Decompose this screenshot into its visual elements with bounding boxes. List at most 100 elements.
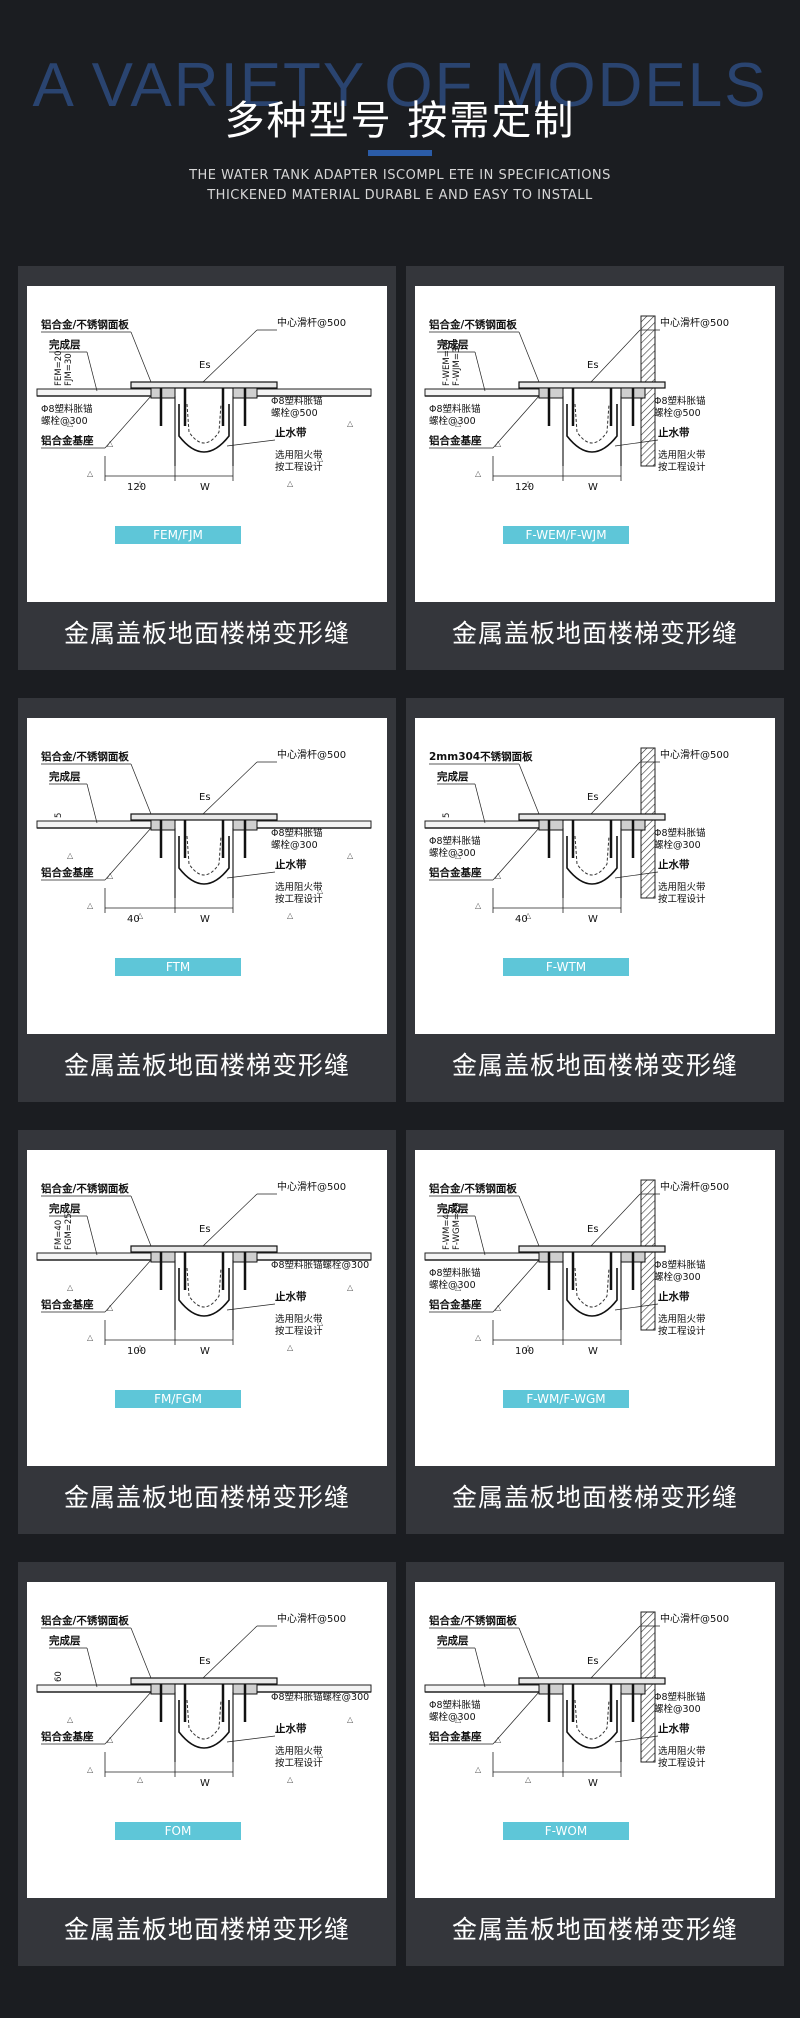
waterstop bbox=[566, 404, 618, 453]
concrete-mark: △ bbox=[277, 1293, 284, 1302]
concrete-mark: △ bbox=[317, 1750, 324, 1759]
leader-line bbox=[474, 783, 486, 824]
header-background-text: A VARIETY OF MODELS bbox=[32, 51, 768, 120]
diagram-label: 螺栓@300 bbox=[429, 415, 476, 427]
diagram-label: 中心滑杆@500 bbox=[277, 1180, 346, 1193]
diagram-label: Es bbox=[587, 360, 599, 371]
leader-line bbox=[226, 439, 276, 447]
aluminum-base bbox=[538, 1251, 564, 1263]
fire-barrier bbox=[186, 835, 222, 876]
card-title: 金属盖板地面楼梯变形缝 bbox=[451, 1915, 738, 1944]
concrete-mark: △ bbox=[475, 1765, 482, 1774]
leader-line bbox=[590, 1193, 641, 1247]
concrete-mark: △ bbox=[67, 1715, 74, 1724]
concrete-mark: △ bbox=[455, 419, 462, 428]
diagram-label: 止水带 bbox=[275, 858, 307, 871]
diagram-label: 止水带 bbox=[658, 1290, 690, 1303]
fire-barrier bbox=[186, 1267, 222, 1308]
diagram-label: 按工程设计 bbox=[658, 461, 706, 473]
card-title: 金属盖板地面楼梯变形缝 bbox=[63, 1915, 350, 1944]
waterstop bbox=[566, 1700, 618, 1749]
concrete-mark: △ bbox=[67, 419, 74, 428]
joint-section-svg: △△△△△△△△铝合金/不锈钢面板完成层EsΦ8塑料胀锚螺栓@300铝合金基座中… bbox=[36, 316, 372, 544]
diagram-label: 完成层 bbox=[49, 338, 81, 351]
diagram-label: 螺栓@500 bbox=[654, 407, 701, 419]
concrete-mark: △ bbox=[455, 1283, 462, 1292]
diagram-label: W bbox=[200, 1778, 210, 1789]
diagram-label: 完成层 bbox=[49, 770, 81, 783]
concrete-mark: △ bbox=[475, 469, 482, 478]
leader-line bbox=[614, 439, 659, 447]
leader-line bbox=[226, 1303, 276, 1311]
diagram-label: 螺栓@300 bbox=[271, 839, 318, 851]
diagram-label: 止水带 bbox=[658, 1722, 690, 1735]
joint-section-svg: △△△△铝合金/不锈钢面板完成层EsΦ8塑料胀锚螺栓@300铝合金基座中心滑杆@… bbox=[424, 315, 729, 544]
concrete-mark: △ bbox=[277, 429, 284, 438]
diagram-label: Es bbox=[199, 1224, 211, 1235]
vertical-dim-label: FM=40 bbox=[54, 1220, 64, 1250]
vertical-dim-label: F-WJM=30 bbox=[452, 342, 462, 386]
diagram-label: W bbox=[588, 482, 598, 493]
diagram-label: 螺栓@300 bbox=[654, 1271, 701, 1283]
diagram-label: 铝合金/不锈钢面板 bbox=[41, 1182, 129, 1195]
concrete-mark: △ bbox=[287, 1775, 294, 1784]
side-dimension: 100 bbox=[127, 1346, 146, 1357]
leader-line bbox=[474, 1215, 486, 1256]
joint-section-svg: △△△△△△△△铝合金/不锈钢面板完成层Es铝合金基座中心滑杆@500Φ8塑料胀… bbox=[36, 1612, 372, 1840]
waterstop bbox=[566, 836, 618, 885]
diagram-label: W bbox=[200, 482, 210, 493]
concrete-mark: △ bbox=[495, 871, 502, 880]
concrete-mark: △ bbox=[317, 1318, 324, 1327]
diagram-label: Es bbox=[199, 1656, 211, 1667]
leader-line bbox=[614, 1735, 659, 1743]
diagram-label: 按工程设计 bbox=[275, 893, 323, 905]
concrete-mark: △ bbox=[525, 1343, 532, 1352]
diagram-label: Es bbox=[199, 792, 211, 803]
diagram-label: 铝合金基座 bbox=[41, 434, 94, 447]
card-title: 金属盖板地面楼梯变形缝 bbox=[451, 619, 738, 648]
concrete-mark: △ bbox=[137, 911, 144, 920]
diagram-label: 按工程设计 bbox=[275, 1757, 323, 1769]
concrete-mark: △ bbox=[87, 1765, 94, 1774]
diagram-label: 螺栓@300 bbox=[41, 415, 88, 427]
vertical-dim-label: F-WGM=25 bbox=[452, 1202, 462, 1250]
diagram-label: 按工程设计 bbox=[658, 893, 706, 905]
leader-line bbox=[590, 329, 641, 383]
diagram-label: 选用阻火带 bbox=[275, 1313, 323, 1325]
leader-line bbox=[130, 1627, 152, 1679]
diagram-label: 铝合金基座 bbox=[41, 1730, 94, 1743]
leader-line bbox=[614, 871, 659, 879]
concrete-mark: △ bbox=[495, 439, 502, 448]
diagram-label: W bbox=[200, 1346, 210, 1357]
joint-section-svg: △△△△△△△△铝合金/不锈钢面板完成层Es铝合金基座中心滑杆@500Φ8塑料胀… bbox=[36, 748, 372, 976]
diagram-label: 完成层 bbox=[437, 1634, 469, 1647]
card-title: 金属盖板地面楼梯变形缝 bbox=[63, 1051, 350, 1080]
diagram-label: 止水带 bbox=[275, 1290, 307, 1303]
aluminum-base bbox=[538, 1683, 564, 1695]
diagram-label: 按工程设计 bbox=[275, 461, 323, 473]
model-code: F-WEM/F-WJM bbox=[525, 528, 606, 542]
diagram-label: 选用阻火带 bbox=[275, 881, 323, 893]
title-accent-bar bbox=[368, 150, 432, 156]
header: A VARIETY OF MODELS 多种型号 按需定制 THE WATER … bbox=[0, 0, 800, 250]
diagram-label: 按工程设计 bbox=[658, 1757, 706, 1769]
joint-section-svg: △△△△2mm304不锈钢面板完成层EsΦ8塑料胀锚螺栓@300铝合金基座中心滑… bbox=[424, 747, 729, 976]
concrete-mark: △ bbox=[137, 1775, 144, 1784]
diagram-label: 铝合金基座 bbox=[429, 434, 482, 447]
concrete-mark: △ bbox=[67, 851, 74, 860]
cover-plate bbox=[518, 1245, 666, 1253]
diagram-label: W bbox=[200, 914, 210, 925]
diagram-label: W bbox=[588, 1346, 598, 1357]
diagram-label: 螺栓@300 bbox=[654, 839, 701, 851]
leader-line bbox=[130, 763, 152, 815]
diagram-label: 铝合金基座 bbox=[429, 1298, 482, 1311]
joint-section-svg: △△△△铝合金/不锈钢面板完成层EsΦ8塑料胀锚螺栓@300铝合金基座中心滑杆@… bbox=[424, 1179, 729, 1408]
model-code: FEM/FJM bbox=[153, 528, 203, 542]
diagram-label: 铝合金/不锈钢面板 bbox=[41, 318, 129, 331]
concrete-mark: △ bbox=[277, 1725, 284, 1734]
leader-line bbox=[614, 1303, 659, 1311]
